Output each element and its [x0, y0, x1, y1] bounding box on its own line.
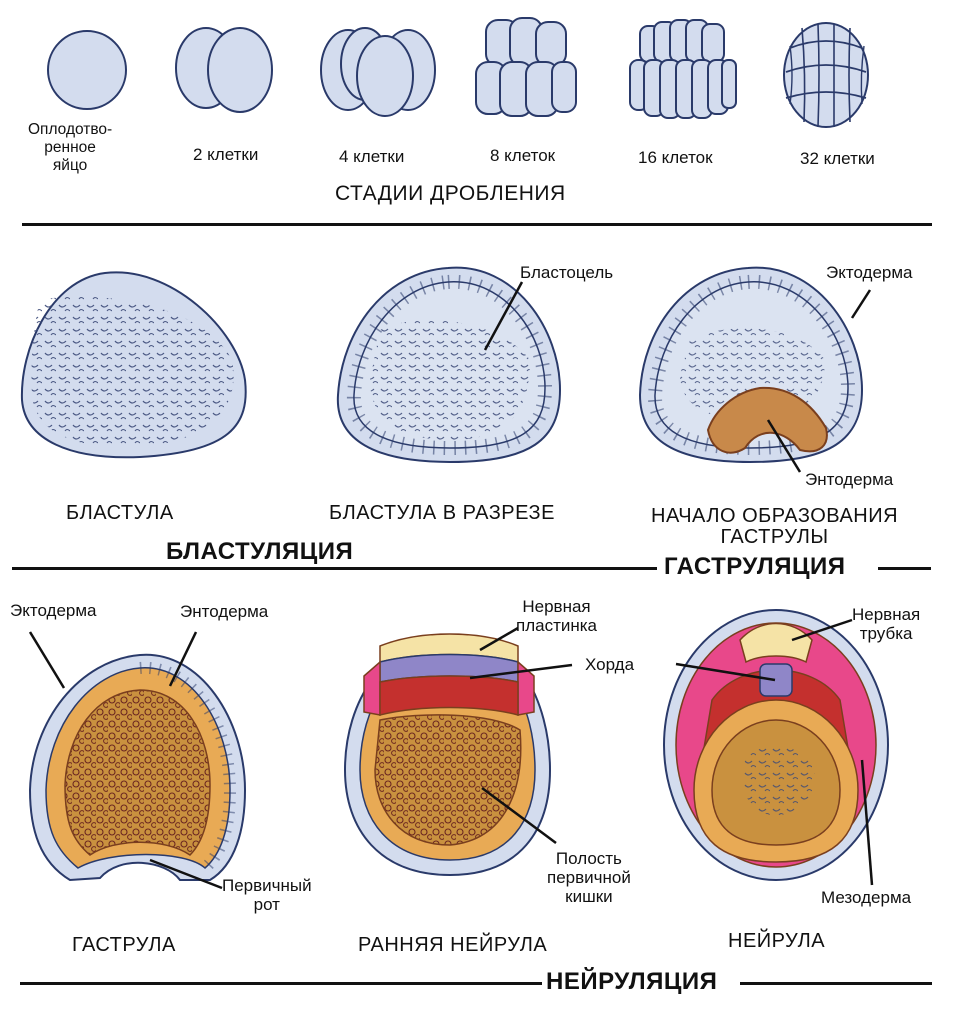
stage-label-2-cells: 2 клетки	[193, 145, 259, 164]
thirty-two-cell-stage	[783, 22, 869, 128]
cleavage-stages	[47, 17, 869, 128]
neurula	[663, 609, 889, 886]
caption-early-neurula: РАННЯЯ НЕЙРУЛА	[358, 934, 548, 956]
stage-label-zygote: Оплодотво- ренное яйцо	[28, 121, 113, 174]
stage-label-8-cells: 8 клеток	[490, 146, 556, 165]
heading-gastrulation: ГАСТРУЛЯЦИЯ	[664, 553, 846, 580]
label-primary-mouth: Первичный рот	[222, 876, 312, 914]
caption-neurula: НЕЙРУЛА	[728, 930, 826, 952]
label-neural-tube: Нервная трубка	[852, 605, 921, 643]
sixteen-cell-stage	[629, 19, 737, 119]
divider-top	[22, 223, 932, 226]
label-endoderm-gastrula: Энтодерма	[180, 602, 269, 621]
chord-shape	[759, 663, 793, 697]
blastula-whole	[20, 271, 247, 459]
stage-label-4-cells: 4 клетки	[339, 147, 405, 166]
divider-middle-right	[878, 567, 931, 570]
divider-middle-left	[12, 567, 657, 570]
label-mesoderm: Мезодерма	[821, 888, 912, 907]
label-ectoderm-top: Эктодерма	[826, 263, 913, 282]
gastrula	[28, 631, 247, 890]
caption-blastula: БЛАСТУЛА	[66, 502, 174, 524]
caption-gastrula-start: НАЧАЛО ОБРАЗОВАНИЯ ГАСТРУЛЫ	[651, 505, 899, 548]
heading-neurulation: НЕЙРУЛЯЦИЯ	[546, 968, 718, 995]
eight-cell-stage	[475, 17, 577, 117]
blastula-section	[336, 266, 562, 464]
divider-bottom-left	[20, 982, 542, 985]
neural-tube-shape	[739, 622, 813, 664]
label-ectoderm-gastrula: Эктодерма	[10, 601, 97, 620]
divider-bottom-right	[740, 982, 932, 985]
four-cell-stage	[320, 27, 436, 117]
label-endoderm-top: Энтодерма	[805, 470, 894, 489]
label-neural-plate: Нервная пластинка	[516, 597, 598, 635]
zygote-cell	[47, 30, 127, 110]
cleavage-title: СТАДИИ ДРОБЛЕНИЯ	[335, 182, 566, 205]
caption-gastrula: ГАСТРУЛА	[72, 934, 176, 956]
stage-label-16-cells: 16 клеток	[638, 148, 713, 167]
label-blastocoel: Бластоцель	[520, 263, 614, 282]
heading-blastulation: БЛАСТУЛЯЦИЯ	[166, 538, 354, 565]
early-gastrula	[638, 266, 872, 473]
stage-label-32-cells: 32 клетки	[800, 149, 875, 168]
endoderm-invagination	[706, 386, 828, 454]
two-cell-stage	[175, 27, 273, 113]
label-gut-cavity: Полость первичной кишки	[547, 849, 631, 906]
caption-blastula-section: БЛАСТУЛА В РАЗРЕЗЕ	[329, 502, 555, 524]
label-chord-early: Хорда	[585, 655, 635, 674]
early-neurula	[343, 626, 573, 877]
